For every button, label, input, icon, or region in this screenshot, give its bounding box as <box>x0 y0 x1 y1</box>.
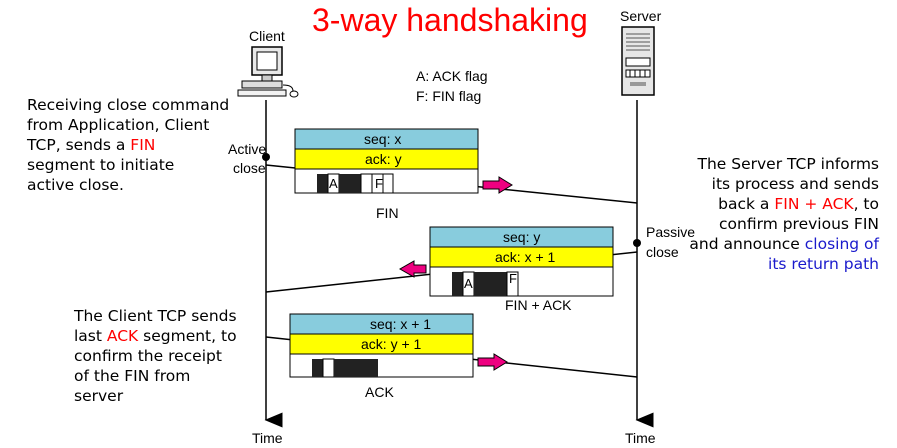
fin-ack-seq-label: seq: y <box>503 229 541 245</box>
client-label: Client <box>249 28 285 44</box>
fin-direction-arrow <box>482 176 513 194</box>
fin-flag-f: F <box>375 176 383 191</box>
ack-ack-label: ack: y + 1 <box>361 336 422 352</box>
fin-flag-a: A <box>329 176 338 191</box>
passive-label: Passive <box>646 224 696 240</box>
ack-seq-label: seq: x + 1 <box>370 316 432 332</box>
server-note: The Server TCP informs its process and s… <box>689 155 879 273</box>
fin-segment <box>294 128 479 194</box>
time-label-server: Time <box>625 430 656 446</box>
legend-fin-flag: F: FIN flag <box>416 88 482 104</box>
client-ack-note: The Client TCP sends last ACK segment, t… <box>74 307 237 405</box>
fin-ack-flag-f: F <box>509 271 517 286</box>
fin-ack-flag-a: A <box>464 276 473 291</box>
close-label-server: close <box>646 244 679 260</box>
ack-segment <box>289 313 474 378</box>
fin-ack-number-label: ack: y <box>365 151 402 167</box>
fin-ack-direction-arrow <box>398 260 427 278</box>
diagram-title: 3-way handshaking <box>312 2 588 38</box>
passive-close-dot <box>633 239 641 247</box>
server-label: Server <box>620 8 662 24</box>
fin-seq-label: seq: x <box>364 131 402 147</box>
fin-caption: FIN <box>376 205 399 221</box>
ack-direction-arrow <box>477 353 508 371</box>
close-label-client: close <box>233 160 266 176</box>
fin-ack-ack-label: ack: x + 1 <box>495 249 556 265</box>
ack-caption: ACK <box>365 384 394 400</box>
fin-ack-segment <box>429 226 614 297</box>
client-computer-icon <box>237 46 299 98</box>
time-label-client: Time <box>252 430 283 446</box>
server-tower-icon <box>621 26 655 96</box>
legend-ack-flag: A: ACK flag <box>416 68 488 84</box>
client-close-note: Receiving close command from Application… <box>27 96 230 194</box>
active-label: Active <box>228 141 267 157</box>
active-close-dot <box>262 153 270 161</box>
fin-ack-caption: FIN + ACK <box>505 297 572 313</box>
